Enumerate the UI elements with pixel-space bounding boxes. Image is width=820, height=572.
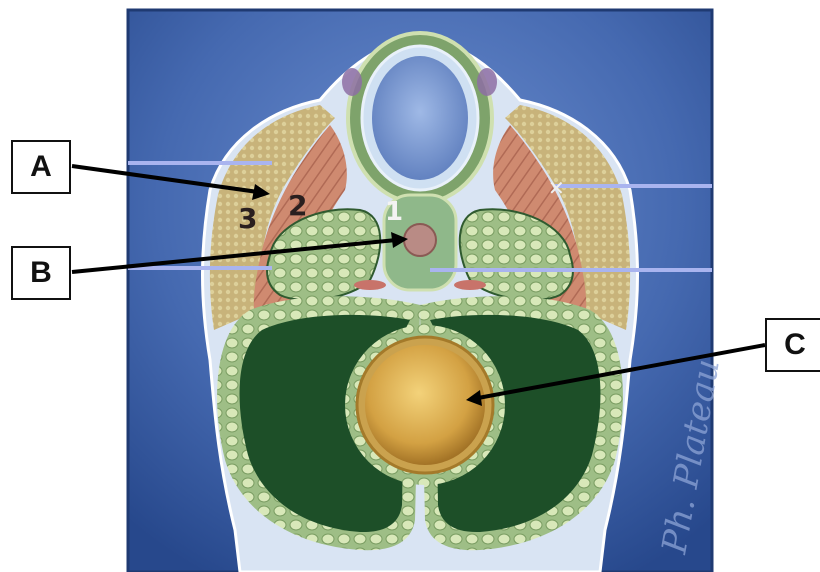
figure-number-3: 3 <box>238 202 257 235</box>
vessel-b <box>404 224 436 256</box>
star-marker: ✕ <box>548 176 565 200</box>
vessel-left-top <box>342 68 362 96</box>
sphere-c <box>365 345 485 465</box>
vessel-small-right <box>454 280 486 290</box>
trachea-lumen <box>372 56 468 180</box>
label-box-b: B <box>11 246 71 300</box>
figure-number-2: 2 <box>288 189 307 222</box>
label-box-a: A <box>11 140 71 194</box>
vessel-small-left <box>354 280 386 290</box>
figure-number-1: 1 <box>385 197 403 227</box>
label-box-c: C <box>765 318 820 372</box>
vessel-right-top <box>477 68 497 96</box>
